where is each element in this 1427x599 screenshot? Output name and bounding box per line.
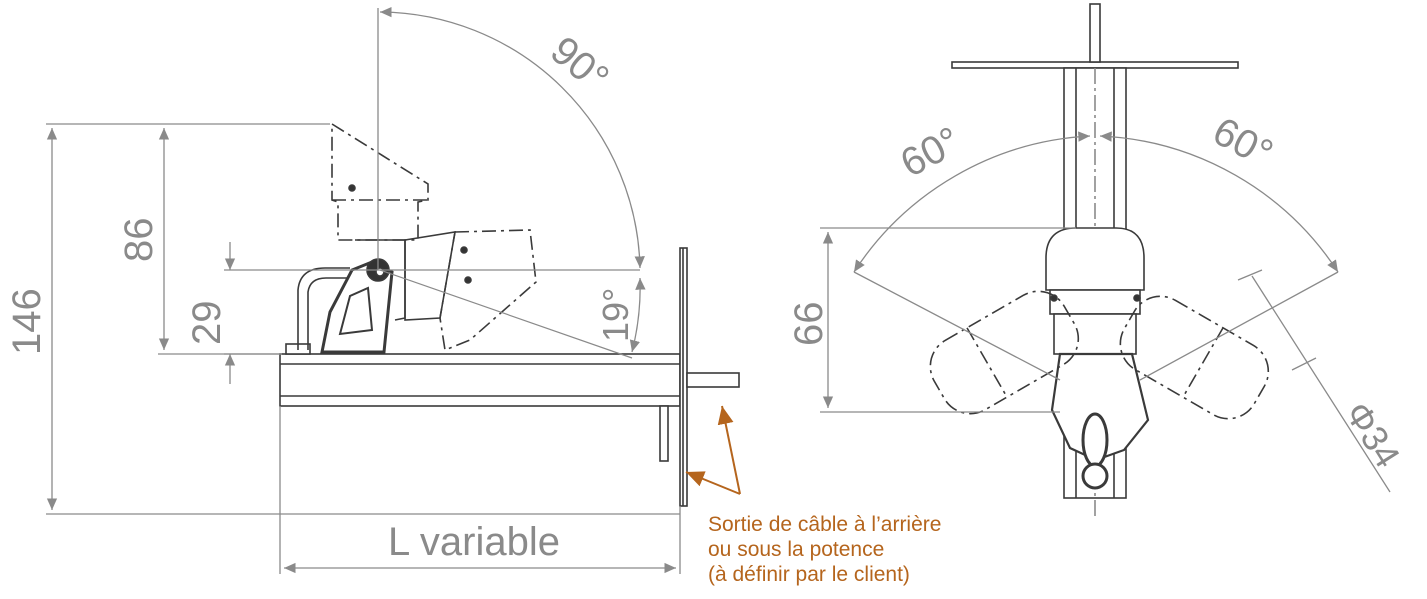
dim-diameter-34: Φ34 [1337, 395, 1408, 475]
length-variable-label: L variable [388, 520, 560, 564]
dim-146: 146 [5, 288, 49, 355]
cable-note-line1: Sortie de câble à l’arrière [708, 513, 942, 536]
camera-left-60 [929, 290, 1080, 415]
cable-note: Sortie de câble à l’arrière ou sous la p… [708, 512, 941, 587]
dim-66: 66 [787, 302, 831, 347]
left-dimensions [46, 123, 681, 574]
dim-29: 29 [185, 301, 229, 346]
dim-86: 86 [117, 218, 161, 263]
conduit [297, 267, 350, 350]
camera-right-60 [1119, 295, 1270, 420]
cable-note-line3: (à définir par le client) [708, 563, 910, 586]
pan-arc [820, 131, 1391, 493]
cable-outlet-rear [686, 372, 740, 388]
cable-outlet-under [659, 405, 669, 462]
angle-60-right: 60° [1206, 109, 1280, 176]
angle-19: 19° [595, 288, 636, 342]
camera-position-90 [331, 122, 429, 241]
front-view [929, 3, 1270, 520]
side-view [279, 122, 740, 507]
camera-vertical [1045, 227, 1145, 291]
cable-note-line2: ou sous la potence [708, 538, 885, 561]
top-plate [951, 61, 1239, 69]
cable-note-arrows [685, 405, 741, 495]
tilt-arc [377, 6, 646, 353]
angle-90: 90° [542, 28, 617, 101]
camera-position-19 [439, 229, 537, 352]
support-arm [279, 353, 681, 407]
